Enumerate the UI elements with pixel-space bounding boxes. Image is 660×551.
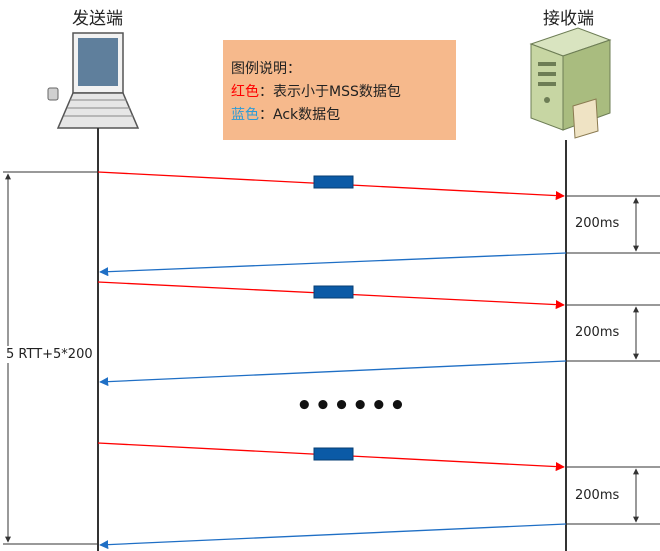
delay-label: 200ms xyxy=(575,325,620,340)
legend-blue-key: 蓝色 xyxy=(231,107,259,123)
delay-bracket xyxy=(566,466,660,525)
data-packet xyxy=(313,285,354,299)
data-packet xyxy=(313,175,354,189)
legend-red-sep: ： xyxy=(259,84,273,100)
ack-arrow xyxy=(99,523,567,550)
delay-label: 200ms xyxy=(575,216,620,231)
server-icon xyxy=(529,27,612,139)
legend-red-row: 红色：表示小于MSS数据包 xyxy=(231,81,401,101)
delay-bracket xyxy=(566,195,660,254)
laptop-icon xyxy=(47,32,140,129)
legend-title: 图例说明： xyxy=(231,61,301,77)
total-time-label: 5 RTT+5*200 xyxy=(6,346,93,363)
legend-red-desc: 表示小于MSS数据包 xyxy=(273,84,401,100)
legend-box: 图例说明： 红色：表示小于MSS数据包 蓝色：Ack数据包 xyxy=(223,40,456,140)
sender-label: 发送端 xyxy=(72,9,123,29)
legend-blue-sep: ： xyxy=(259,107,273,123)
legend-red-key: 红色 xyxy=(231,84,259,100)
ellipsis: •••••• xyxy=(296,391,408,421)
delay-label: 200ms xyxy=(575,488,620,503)
legend-blue-row: 蓝色：Ack数据包 xyxy=(231,104,340,124)
ack-arrow xyxy=(99,252,567,277)
ack-arrow xyxy=(99,360,567,387)
receiver-label: 接收端 xyxy=(543,9,594,29)
data-packet xyxy=(313,447,354,461)
delay-bracket xyxy=(566,304,660,362)
legend-blue-desc: Ack数据包 xyxy=(273,107,341,123)
